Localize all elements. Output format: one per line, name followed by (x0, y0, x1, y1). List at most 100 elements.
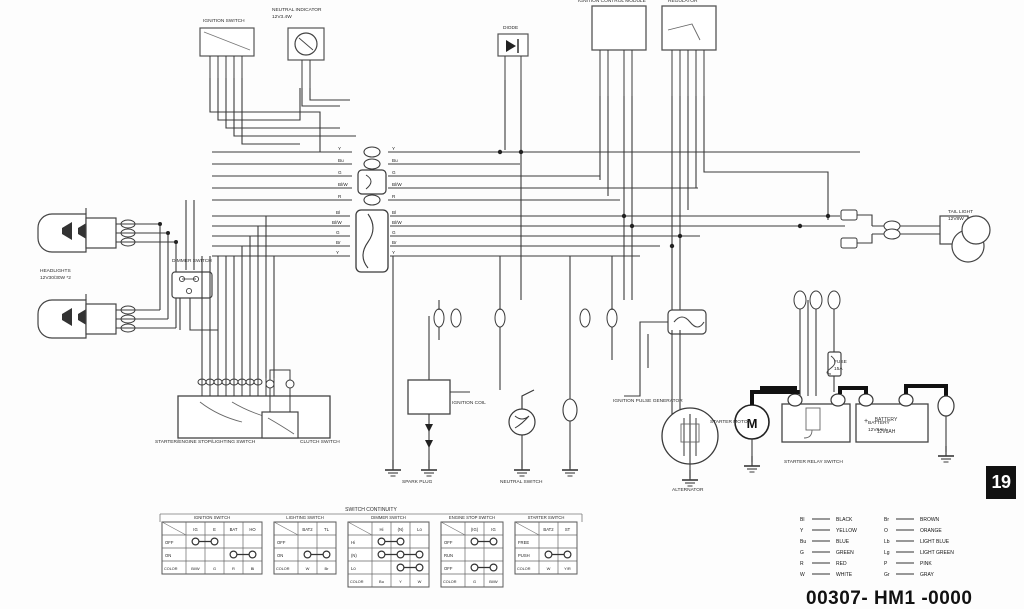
starter-motor-symbol: M (734, 390, 800, 473)
legend-code: P (884, 561, 888, 567)
table-color-row-label: COLOR (164, 567, 178, 571)
horizontal-wire-runs (212, 151, 860, 257)
continuity-dot (210, 537, 219, 546)
svg-text:REGULATOR: REGULATOR (668, 0, 698, 4)
main-multipin-connector (355, 209, 389, 273)
neutral-switch-symbol (494, 256, 536, 477)
svg-text:12V3.4W: 12V3.4W (272, 14, 292, 20)
alternator-symbol (661, 330, 719, 487)
svg-text:12V8AH: 12V8AH (868, 427, 886, 433)
svg-text:G: G (392, 230, 396, 235)
table-color-cell: Br (325, 566, 330, 571)
battery-symbol: BATTERY 12V8AH + (838, 384, 955, 463)
junction-dots (497, 149, 831, 249)
continuity-dot (544, 550, 553, 559)
page-number-badge: 19 (986, 466, 1016, 499)
table-column-header: Lo (417, 527, 422, 532)
switch-continuity-block (159, 513, 583, 522)
table-title: IGNITION SWITCH (194, 515, 230, 520)
continuity-dot (377, 537, 386, 546)
table-color-row-label: COLOR (350, 580, 364, 584)
table-column-header: IG (491, 527, 495, 532)
svg-text:Bl/W: Bl/W (392, 220, 402, 225)
continuity-dot (396, 537, 405, 546)
component-label-clutch-switch: CLUTCH SWITCH (300, 439, 340, 445)
table-row-label: RUN (444, 553, 453, 558)
table-color-row-label: COLOR (443, 580, 457, 584)
table-color-cell: Bl/W (489, 579, 498, 584)
table-row-label: FREE (518, 540, 529, 545)
svg-text:IGNITION CONTROL MODULE: IGNITION CONTROL MODULE (578, 0, 646, 4)
ground-wire-left (384, 256, 445, 477)
legend-code: R (800, 561, 804, 567)
svg-text:+: + (864, 418, 868, 425)
svg-text:IGNITION COIL: IGNITION COIL (452, 400, 486, 406)
right-ground-stub (561, 256, 579, 477)
component-label-ignition-coil: IGNITION COIL (452, 400, 486, 406)
svg-text:G: G (338, 170, 342, 175)
svg-text:Bl/W: Bl/W (338, 182, 348, 187)
legend-code: G (800, 550, 804, 556)
ignition-switch-symbol (199, 27, 255, 78)
spark-plug-symbol (420, 414, 438, 477)
table-row-label: OFF (277, 540, 286, 545)
continuity-dot (229, 550, 238, 559)
svg-text:SPARK PLUG: SPARK PLUG (402, 479, 433, 485)
component-label-diode: DIODE (503, 25, 518, 31)
clutch-switch-symbol (261, 369, 299, 439)
svg-text:12V30/30W *2: 12V30/30W *2 (40, 275, 71, 281)
svg-text:NEUTRAL INDICATOR: NEUTRAL INDICATOR (272, 7, 322, 13)
component-label-ignition-control-module: IGNITION CONTROL MODULE (578, 0, 646, 4)
table-column-header: E (213, 527, 216, 532)
component-label-regulator: REGULATOR (668, 0, 698, 4)
table-row-label: ON (277, 553, 283, 558)
table-column-header: ST (565, 527, 571, 532)
table-title: LIGHTING SWITCH (286, 515, 323, 520)
table-title: STARTER SWITCH (528, 515, 565, 520)
component-label-starter-motor: STARTER MOTOR (710, 419, 752, 425)
svg-text:Bl: Bl (336, 210, 340, 215)
svg-text:Bl/W: Bl/W (392, 182, 402, 187)
table-row-label: OFF (444, 566, 453, 571)
table-color-cell: G (473, 579, 476, 584)
table-row-label: OFF (444, 540, 453, 545)
legend-entry-left-2: Bu BLUE (800, 539, 850, 545)
continuity-dot (396, 550, 405, 559)
continuity-dot (322, 550, 331, 559)
table-column-header: Hi (380, 527, 384, 532)
continuity-dot (377, 550, 386, 559)
svg-text:G: G (336, 230, 340, 235)
svg-text:Bu: Bu (392, 158, 398, 163)
table-column-header: TL (324, 527, 330, 532)
regulator-symbol (661, 5, 717, 96)
legend-code: Bu (800, 539, 806, 545)
table-row-label: PUSH (518, 553, 530, 558)
table-column-header: (IG) (471, 527, 479, 532)
legend-name: BROWN (920, 517, 940, 523)
component-label-spark-plug: SPARK PLUG (402, 479, 433, 485)
legend-name: ORANGE (920, 528, 942, 534)
table-color-cell: Y (399, 579, 402, 584)
table-column-header: BAT2 (302, 527, 313, 532)
svg-text:Bl: Bl (392, 210, 396, 215)
switch-continuity-title: SWITCH CONTINUITY (345, 507, 397, 513)
table-column-header: HO (249, 527, 256, 532)
table-row-label: OFF (165, 540, 174, 545)
svg-text:Y: Y (392, 250, 395, 255)
continuity-dot (470, 537, 479, 546)
svg-text:Y: Y (336, 250, 339, 255)
legend-name: BLUE (836, 539, 850, 545)
